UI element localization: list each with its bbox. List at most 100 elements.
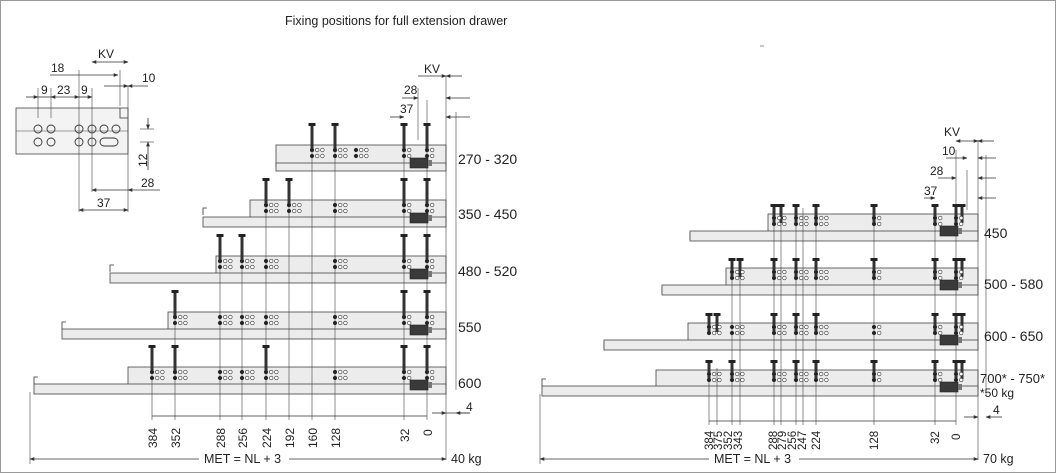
screw (705, 313, 713, 332)
screw (812, 360, 820, 379)
screw (812, 313, 820, 332)
hole-group (932, 371, 943, 383)
hole-group (263, 258, 279, 270)
hole-group (932, 269, 943, 281)
screw (262, 345, 270, 374)
screw (400, 234, 408, 263)
right-screws (705, 204, 966, 379)
hole-group (771, 324, 787, 336)
screw (423, 234, 431, 263)
position-label: 288 (768, 431, 780, 450)
position-label: 352 (723, 431, 735, 450)
left-load: 40 kg (451, 452, 482, 466)
screw (400, 123, 408, 152)
screw (931, 258, 939, 277)
hole-group (149, 369, 165, 381)
right-length-label: 600 - 650 (984, 328, 1043, 344)
hole-group (401, 258, 412, 270)
left-kv-label: KV (424, 62, 440, 76)
screw (931, 204, 939, 223)
hole-group (172, 369, 188, 381)
screw (736, 258, 744, 277)
screw (952, 313, 960, 332)
screw (148, 345, 156, 374)
position-label: 279 (777, 431, 789, 450)
right-load: 70 kg (983, 452, 1014, 466)
hole-group (793, 324, 809, 336)
screw (931, 360, 939, 379)
screw (870, 204, 878, 223)
hole-group (332, 202, 348, 214)
position-label: 384 (146, 428, 160, 448)
position-label: 343 (733, 431, 745, 450)
screw (171, 290, 179, 319)
drawing-title: Fixing positions for full extension draw… (285, 14, 507, 28)
position-label: 256 (236, 428, 250, 448)
hole-group (217, 314, 233, 326)
right-runners (541, 213, 979, 397)
screw (952, 204, 960, 223)
left-dim-37: 37 (400, 102, 414, 116)
hole-group (332, 369, 348, 381)
screw (792, 258, 800, 277)
hole-group (401, 202, 412, 214)
hole-group (332, 147, 348, 159)
position-label: 32 (398, 428, 412, 442)
screw (423, 345, 431, 374)
screw (870, 360, 878, 379)
screw (792, 360, 800, 379)
hole-group (217, 369, 233, 381)
screw (812, 204, 820, 223)
hole-group (263, 369, 279, 381)
position-label: 384 (704, 430, 716, 450)
right-holes (706, 215, 964, 393)
hole-group (871, 215, 882, 227)
left-length-label: 600 (458, 375, 482, 391)
screw (792, 204, 800, 223)
hole-group (793, 215, 809, 227)
locking-device (939, 334, 962, 346)
right-runner-500-580 (661, 267, 979, 296)
inset-dim-9a: 9 (41, 83, 48, 97)
screw (331, 123, 339, 152)
left-runners (33, 144, 447, 395)
position-label: 224 (260, 428, 274, 448)
screw (308, 123, 316, 152)
inset-dim-12: 12 (136, 153, 150, 167)
screw (770, 258, 778, 277)
screw (400, 290, 408, 319)
hole-group (332, 258, 348, 270)
screw (792, 313, 800, 332)
screw (216, 234, 224, 263)
hole-group (729, 371, 745, 383)
right-diagram: KV 10 28 37 450 500 - 580 600 - 650 700*… (539, 125, 1045, 466)
hole-group (286, 202, 302, 214)
left-length-label: 270 - 320 (458, 151, 517, 167)
right-kv-label: KV (944, 125, 960, 139)
hole-group (932, 215, 943, 227)
locking-device (939, 225, 962, 237)
hole-group (953, 215, 964, 227)
inset-kv-label: KV (98, 47, 114, 61)
screw (728, 258, 736, 277)
inset-dim-37: 37 (97, 196, 111, 210)
position-label: 288 (214, 428, 228, 448)
hole-group (263, 314, 279, 326)
screw (400, 345, 408, 374)
left-length-label: 480 - 520 (458, 263, 517, 279)
right-position-lines (708, 140, 987, 460)
position-label: 0 (421, 429, 435, 436)
right-runner-700-750 (541, 369, 979, 397)
left-position-labels: 384 352 288 256 224 192 160 128 32 0 (146, 428, 435, 448)
screw (705, 360, 713, 379)
locking-device (939, 381, 962, 393)
screw (958, 258, 966, 277)
right-dim-28: 28 (930, 164, 944, 178)
hole-group (771, 269, 787, 281)
right-length-label: 500 - 580 (984, 276, 1043, 292)
hole-group (353, 147, 369, 159)
hole-group (771, 215, 787, 227)
hole-group (813, 269, 829, 281)
left-length-label: 350 - 450 (458, 206, 517, 222)
position-label: 192 (283, 428, 297, 448)
